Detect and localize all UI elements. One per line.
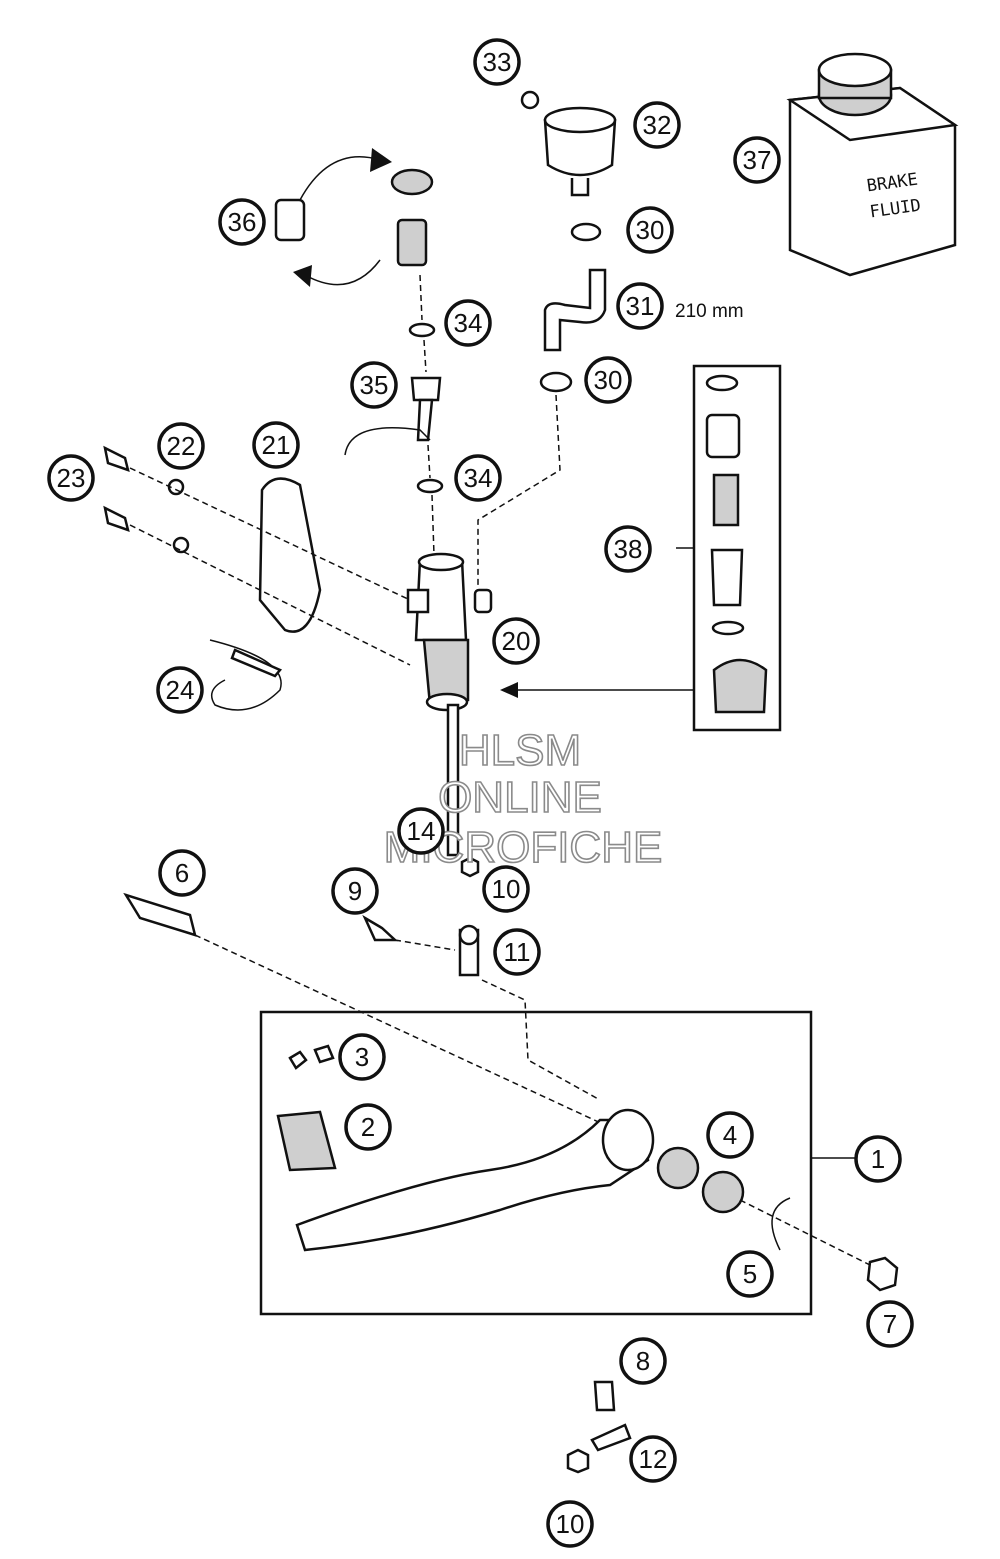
- callout-2: 2: [344, 1103, 392, 1151]
- callout-number: 30: [636, 215, 665, 245]
- push-rod: [123, 703, 606, 1126]
- callout-7: 7: [866, 1300, 914, 1348]
- callout-number: 1: [871, 1144, 885, 1174]
- callout-35: 35: [350, 361, 398, 409]
- callout-4: 4: [706, 1111, 754, 1159]
- callout-number: 5: [743, 1259, 757, 1289]
- callout-number: 35: [360, 370, 389, 400]
- callout-number: 4: [723, 1120, 737, 1150]
- callout-34-mid: 34: [454, 454, 502, 502]
- watermark-line-1: HLSM: [459, 726, 581, 775]
- master-cylinder: [344, 274, 493, 712]
- callout-number: 24: [166, 675, 195, 705]
- callout-8: 8: [619, 1337, 667, 1385]
- cover-and-bolts: [103, 445, 411, 711]
- callout-number: 8: [636, 1346, 650, 1376]
- callout-6: 6: [158, 849, 206, 897]
- callout-12: 12: [629, 1435, 677, 1483]
- callout-30-top: 30: [626, 206, 674, 254]
- watermark-line-2: ONLINE: [438, 773, 602, 822]
- callout-5: 5: [726, 1250, 774, 1298]
- reservoir: [520, 90, 617, 197]
- callout-number: 14: [407, 816, 436, 846]
- hose-length-label: 210 mm: [675, 301, 744, 322]
- callout-23: 23: [47, 454, 95, 502]
- callout-33: 33: [473, 38, 521, 86]
- callout-31: 31: [616, 282, 664, 330]
- callout-number: 34: [454, 308, 483, 338]
- callout-number: 10: [556, 1509, 585, 1539]
- callout-number: 33: [483, 47, 512, 77]
- callout-14: 14: [397, 807, 445, 855]
- callout-21: 21: [252, 421, 300, 469]
- callout-number: 36: [228, 207, 257, 237]
- callout-number: 32: [643, 110, 672, 140]
- hose-assembly: 210 mm: [477, 222, 744, 585]
- callout-20: 20: [492, 617, 540, 665]
- callout-30-mid: 30: [584, 356, 632, 404]
- callout-number: 6: [175, 858, 189, 888]
- callout-number: 10: [492, 874, 521, 904]
- repair-kit: [500, 364, 782, 732]
- callout-10-bottom: 10: [546, 1500, 594, 1548]
- callout-37: 37: [733, 136, 781, 184]
- callout-38: 38: [604, 525, 652, 573]
- callout-number: 2: [361, 1112, 375, 1142]
- callout-11: 11: [493, 928, 541, 976]
- callout-34-top: 34: [444, 299, 492, 347]
- callout-number: 7: [883, 1309, 897, 1339]
- callout-number: 34: [464, 463, 493, 493]
- callout-number: 37: [743, 145, 772, 175]
- callout-32: 32: [633, 101, 681, 149]
- callout-number: 12: [639, 1444, 668, 1474]
- callout-number: 20: [502, 626, 531, 656]
- callout-22: 22: [157, 422, 205, 470]
- adjuster: [566, 1380, 632, 1474]
- callout-36: 36: [218, 198, 266, 246]
- callout-9: 9: [331, 867, 379, 915]
- callout-number: 3: [355, 1042, 369, 1072]
- callout-24: 24: [156, 666, 204, 714]
- callout-number: 21: [262, 430, 291, 460]
- callout-10-mid: 10: [482, 865, 530, 913]
- callout-number: 22: [167, 431, 196, 461]
- callout-number: 31: [626, 291, 655, 321]
- swap-arrows: [274, 148, 434, 287]
- callout-1: 1: [854, 1135, 902, 1183]
- brake-fluid-bottle: BRAKE FLUID: [786, 52, 959, 277]
- callout-number: 38: [614, 534, 643, 564]
- callout-number: 23: [57, 463, 86, 493]
- callout-3: 3: [338, 1033, 386, 1081]
- callout-number: 30: [594, 365, 623, 395]
- callout-number: 11: [504, 937, 531, 967]
- callout-number: 9: [348, 876, 362, 906]
- lever-assembly: [259, 1010, 899, 1316]
